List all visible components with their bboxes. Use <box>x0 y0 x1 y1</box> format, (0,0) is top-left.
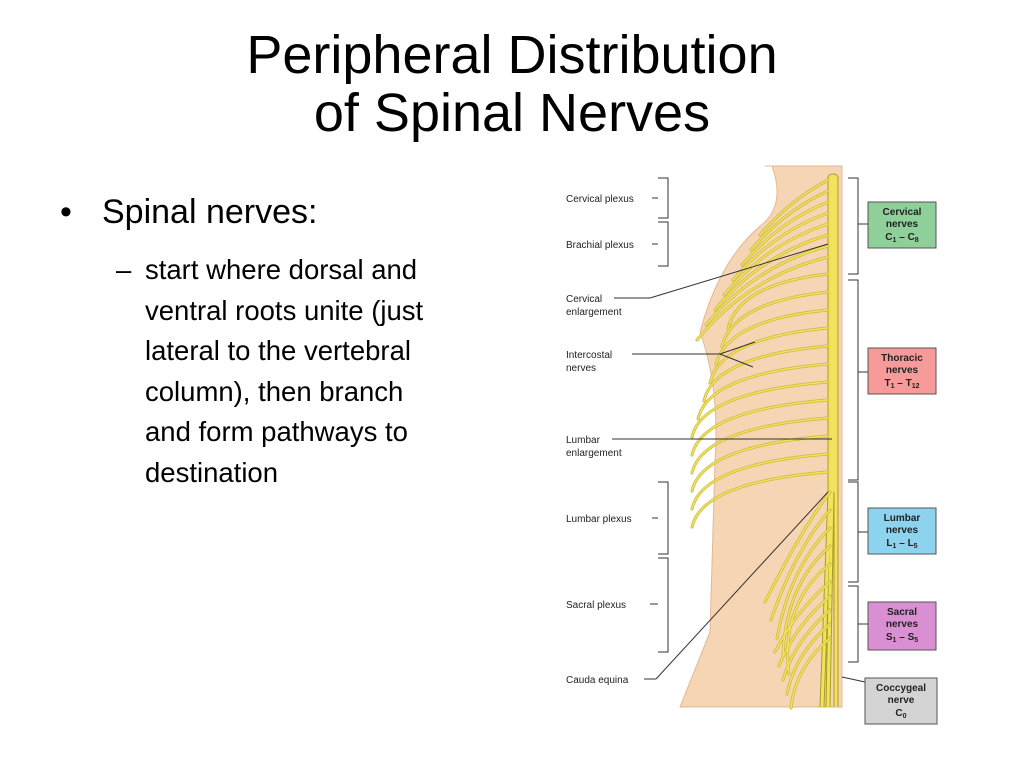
box-coccygeal <box>864 677 938 725</box>
box-lumbar <box>867 507 937 555</box>
box-sacral-line1: Sacral <box>887 607 917 618</box>
box-coccygeal-range: C0 <box>895 708 906 720</box>
nerve-branch-highlight <box>709 327 829 384</box>
left-brackets <box>658 177 669 653</box>
sub-bullet-marker: – <box>116 254 132 285</box>
nerve-branch-highlight <box>782 609 831 681</box>
box-cervical-range: C1 – C8 <box>885 232 919 244</box>
label-brachial-plexus: Brachial plexus <box>566 240 634 251</box>
box-sacral-range: S1 – S5 <box>886 632 918 644</box>
nerve-branch-highlight <box>715 309 829 366</box>
right-box-group: Cervical nerves C1 – C8 Thoracic nerves … <box>864 201 938 725</box>
sub-bullet-line: and form pathways to <box>145 416 408 447</box>
box-coccygeal-line2: nerve <box>888 695 915 706</box>
sub-bullet-line: column), then branch <box>145 375 404 407</box>
spinal-cord <box>827 173 839 510</box>
nerve-branch-highlight <box>778 595 831 667</box>
leader-lines <box>612 197 866 683</box>
box-cervical-line1: Cervical <box>883 207 922 218</box>
box-cervical-line2: nerves <box>886 219 919 230</box>
box-thoracic-line2: nerves <box>886 365 919 376</box>
nerve-branch-highlight <box>741 201 829 266</box>
nerve-branch-highlight <box>691 471 829 528</box>
box-thoracic-range: T1 – T12 <box>884 378 919 390</box>
label-lumbar-plexus: Lumbar plexus <box>566 514 632 525</box>
sub-bullet-line: start where dorsal and <box>145 254 418 285</box>
box-cervical <box>867 201 937 249</box>
left-label-group: Cervical plexus Brachial plexus Cervical… <box>566 194 634 686</box>
nerve-branch-highlight <box>696 256 829 341</box>
slide-title: Peripheral Distribution of Spinal Nerves <box>0 26 1024 142</box>
nerve-branch-highlight <box>727 273 829 330</box>
nerve-branch-highlight <box>776 527 831 639</box>
nerve-branch-highlight <box>786 563 831 675</box>
bullet-list: • Spinal nerves: – start where dorsal an… <box>60 192 500 493</box>
sub-bullet-line: ventral roots unite (just <box>145 294 424 326</box>
title-line-1: Peripheral Distribution <box>246 25 778 85</box>
sub-bullet-line: destination <box>145 456 279 488</box>
box-thoracic <box>867 347 937 395</box>
label-lumbar-enlargement-2: enlargement <box>566 448 622 459</box>
bullet-marker: • <box>60 193 72 231</box>
nerve-branch-highlight <box>691 381 829 438</box>
nerve-branch-highlight <box>790 637 831 709</box>
box-lumbar-line2: nerves <box>886 525 919 536</box>
nerve-branch-highlight <box>697 363 829 420</box>
label-cervical-enlargement-2: enlargement <box>566 307 622 318</box>
nerve-branch-highlight <box>721 291 829 348</box>
box-lumbar-range: L1 – L5 <box>886 538 917 550</box>
nerve-branch-highlight <box>770 509 831 621</box>
nerve-branch-highlight <box>714 234 829 311</box>
label-intercostal-1: Intercostal <box>566 350 612 361</box>
nerve-branch-highlight <box>750 190 829 251</box>
nerve-branch-highlight <box>705 245 829 326</box>
spinal-nerve-figure: Cervical plexus Brachial plexus Cervical… <box>560 162 960 732</box>
box-sacral <box>867 601 937 651</box>
label-lumbar-enlargement-1: Lumbar <box>566 435 601 446</box>
label-cervical-enlargement-1: Cervical <box>566 294 602 305</box>
nerve-branch-highlight <box>691 399 829 456</box>
nerve-branch-highlight <box>782 545 831 657</box>
title-line-2: of Spinal Nerves <box>313 83 711 143</box>
box-thoracic-line1: Thoracic <box>881 353 923 364</box>
sub-bullet-definition: – start where dorsal and ventral roots u… <box>60 250 500 493</box>
label-cervical-plexus: Cervical plexus <box>566 194 634 205</box>
sub-bullet-line: lateral to the vertebral <box>145 335 411 366</box>
nerve-branch-highlight <box>723 223 829 296</box>
nerve-branch-highlight <box>759 179 829 236</box>
nerve-branch-highlight <box>691 453 829 510</box>
nerve-branch-highlight <box>786 623 831 695</box>
label-intercostal-2: nerves <box>566 363 596 374</box>
bullet-text: Spinal nerves: <box>102 193 318 231</box>
label-cauda-equina: Cauda equina <box>566 675 629 686</box>
bullet-spinal-nerves: • Spinal nerves: <box>60 192 500 232</box>
nerve-branch-highlight <box>774 581 831 653</box>
box-lumbar-line1: Lumbar <box>884 513 921 524</box>
right-brackets <box>848 177 868 663</box>
box-sacral-line2: nerves <box>886 619 919 630</box>
nerve-branch-highlight <box>691 417 829 474</box>
box-coccygeal-line1: Coccygeal <box>876 683 926 694</box>
spinal-nerve-illustration: Cervical plexus Brachial plexus Cervical… <box>566 165 938 725</box>
nerve-branch-highlight <box>703 345 829 402</box>
label-sacral-plexus: Sacral plexus <box>566 600 626 611</box>
nerve-branch-highlight <box>764 491 831 603</box>
